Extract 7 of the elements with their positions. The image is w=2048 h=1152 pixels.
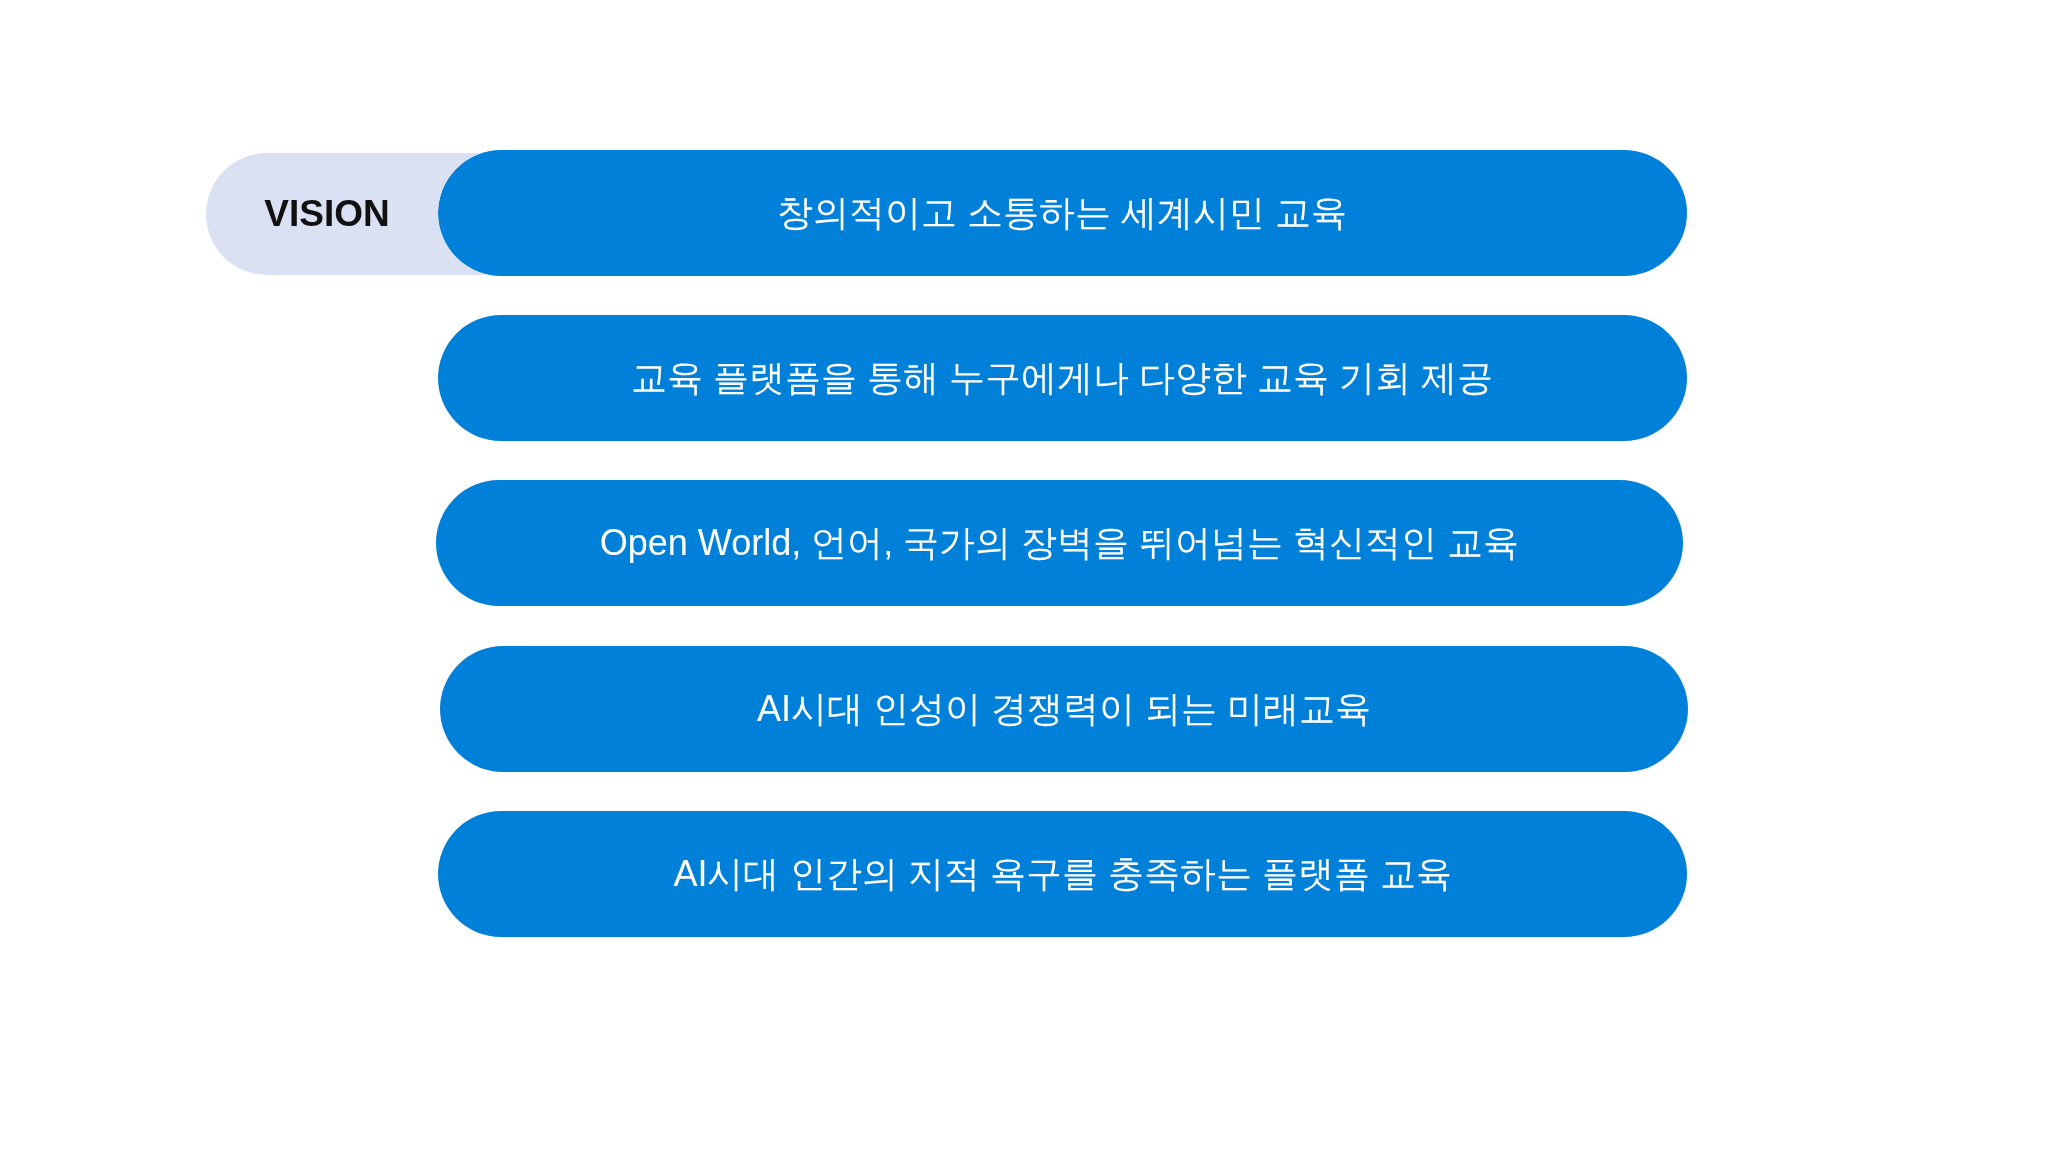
statement-text: AI시대 인간의 지적 욕구를 충족하는 플랫폼 교육 [673,851,1452,896]
statement-text: Open World, 언어, 국가의 장벽을 뛰어넘는 혁신적인 교육 [599,520,1520,565]
statement-text: 창의적이고 소통하는 세계시민 교육 [777,190,1348,235]
pill-label: VISION [264,193,390,235]
statement-text: 교육 플랫폼을 통해 누구에게나 다양한 교육 기회 제공 [631,355,1494,400]
statement-text: AI시대 인성이 경쟁력이 되는 미래교육 [757,686,1371,731]
vision-label-pill [206,153,490,275]
